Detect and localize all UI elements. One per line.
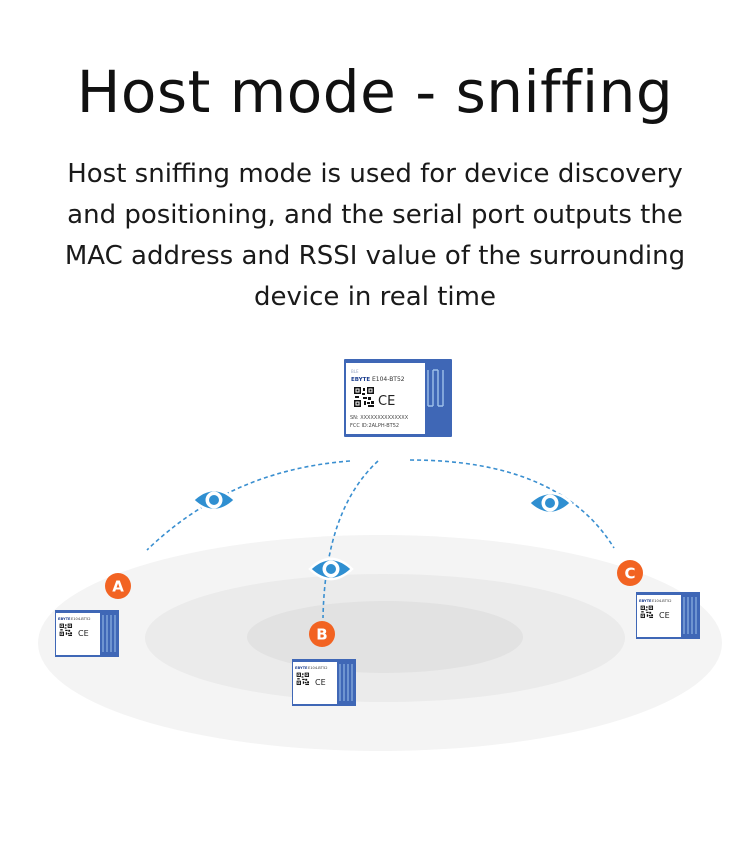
eye-icon <box>527 491 573 515</box>
qr-code-icon <box>640 605 654 619</box>
host-model: E104-BT52 <box>372 376 405 383</box>
svg-text:E104-BT52: E104-BT52 <box>71 617 91 621</box>
svg-text:E104-BT52: E104-BT52 <box>652 599 672 603</box>
host-brand: EBYTE <box>351 377 370 383</box>
page-title: Host mode - sniffing <box>76 58 674 126</box>
badge-a-label: A <box>112 578 124 596</box>
floor-ellipse-inner <box>247 601 523 673</box>
ce-mark-icon: CE <box>78 629 89 638</box>
svg-text:EBYTE: EBYTE <box>58 617 71 621</box>
page-description: Host sniffing mode is used for device di… <box>64 159 686 312</box>
ce-mark-icon: CE <box>378 394 395 409</box>
ce-mark-icon: CE <box>315 678 326 687</box>
svg-text:E104-BT52: E104-BT52 <box>308 666 328 670</box>
badge-b-label: B <box>316 626 327 644</box>
badge-c-label: C <box>624 565 635 583</box>
host-serial: SN: XXXXXXXXXXXXXX <box>350 415 409 421</box>
device-module-b: EBYTE E104-BT52 CE <box>292 659 356 706</box>
svg-text:EBYTE: EBYTE <box>639 599 652 603</box>
qr-code-icon <box>59 623 73 637</box>
signal-path-a <box>146 460 351 551</box>
host-module: BLE EBYTE E104-BT52 CE SN: XXXXXXXXXXXXX… <box>344 359 452 437</box>
svg-text:EBYTE: EBYTE <box>295 666 308 670</box>
ce-mark-icon: CE <box>659 611 670 620</box>
device-module-c: EBYTE E104-BT52 CE <box>636 592 700 639</box>
device-module-a: EBYTE E104-BT52 CE <box>55 610 119 657</box>
host-fcc: FCC ID:2ALPH-BT52 <box>350 423 399 429</box>
badge-b: B <box>309 621 335 647</box>
badge-a: A <box>105 573 131 599</box>
signal-path-c <box>409 459 615 549</box>
qr-code-icon <box>353 386 375 408</box>
signal-path-b <box>322 460 379 619</box>
svg-text:BLE: BLE <box>351 369 359 374</box>
badge-c: C <box>617 560 643 586</box>
qr-code-icon <box>296 672 310 686</box>
